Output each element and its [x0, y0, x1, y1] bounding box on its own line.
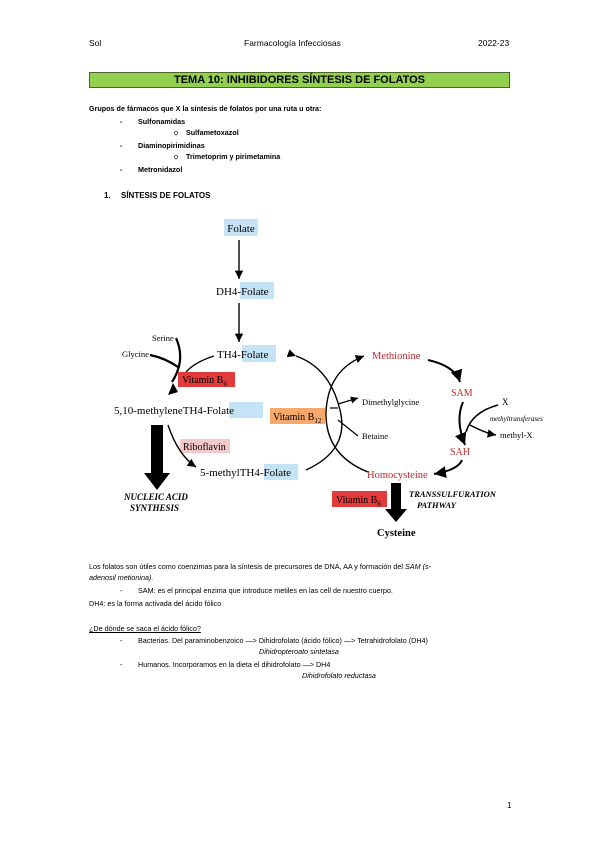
bullet: -: [120, 636, 123, 645]
header-center: Farmacología Infecciosas: [244, 38, 341, 48]
page-number: 1: [507, 801, 512, 810]
dh4-definition: DH4: es la forma activada del ácido fóli…: [89, 599, 222, 608]
folate-box: [224, 219, 258, 236]
group-metronidazol: Metronidazol: [138, 165, 183, 174]
header-left: Sol: [89, 38, 102, 48]
methyltransferases-label: methyltransferases: [490, 415, 543, 423]
enzyme-dihidropteroato: Dihidropteroato sintetasa: [259, 647, 339, 656]
vitamin-b6b-box: [332, 491, 387, 507]
dh4-box: [240, 282, 274, 299]
group-sulfonamidas: Sulfonamidas: [138, 117, 186, 126]
vitamin-b12-label: Vitamin B12: [273, 412, 322, 425]
big-arrow-head: [144, 473, 170, 490]
bullet: -: [120, 660, 123, 669]
cysteine-label: Cysteine: [377, 528, 416, 539]
transsulf-shaft: [391, 483, 401, 511]
para-text: Los folatos son útiles como coenzimas pa…: [89, 562, 431, 571]
methylene-label: 5,10-methyleneTH4-Folate: [114, 405, 234, 417]
riboflavin-arrow: [167, 424, 197, 468]
vitamin-b6-box: [178, 372, 235, 387]
header-right: 2022-23: [478, 38, 510, 48]
vitamin-b6-label: Vitamin B6: [182, 375, 227, 388]
dimethylglycine-label: Dimethylglycine: [362, 397, 419, 407]
transsulf-head: [385, 509, 407, 522]
nucleic-acid-label: NUCLEIC ACID: [123, 492, 188, 502]
big-arrow-shaft: [151, 425, 163, 475]
source-bacteria: Bacterias. Del paraminobenzoico —> Dihid…: [138, 636, 428, 645]
glycine-label: Glycine: [122, 349, 149, 359]
arrow-head: [168, 383, 178, 395]
methionine-label: Methionine: [372, 351, 421, 362]
th4-box: [242, 345, 276, 362]
dimethylglycine-arrow: [337, 396, 359, 405]
x-curve: [465, 404, 499, 433]
bullet: -: [120, 141, 123, 150]
methyl-box: [264, 464, 298, 480]
sam-to-sah: [454, 401, 467, 446]
homocysteine-label: Homocysteine: [367, 470, 428, 481]
methyl-label: 5-methylTH4-Folate: [200, 467, 291, 479]
serine-label: Serine: [152, 333, 174, 343]
section-title: SÍNTESIS DE FOLATOS: [121, 191, 211, 200]
methionine-to-sam: [427, 359, 463, 383]
vitamin-b12-box: [270, 408, 325, 424]
betaine-label: Betaine: [362, 431, 388, 441]
x-label: X: [502, 397, 509, 407]
pathway-label: PATHWAY: [417, 500, 457, 510]
bullet: -: [120, 165, 123, 174]
transsulfuration-label: TRANSSULFURATION: [409, 489, 497, 499]
sub-bullet: o: [174, 128, 178, 137]
intro-text: Grupos de fármacos que X la síntesis de …: [89, 104, 322, 113]
vitamin-b6b-label: Vitamin B6: [336, 495, 381, 508]
betaine-line: [337, 419, 359, 437]
para-text-cont: adenosil metionina).: [89, 573, 154, 582]
th4-to-cycle: [185, 355, 215, 373]
glycine-curve: [149, 353, 179, 368]
th4-label: TH4-Folate: [217, 349, 268, 361]
bullet: -: [120, 117, 123, 126]
methyl-x-arrow: [469, 424, 497, 438]
sub-sulfametoxazol: Sulfametoxazol: [186, 128, 239, 137]
sah-to-homocysteine: [433, 459, 463, 478]
enzyme-dihidrofolato-reductasa: Dihidrofolato reductasa: [302, 671, 376, 680]
page-title: TEMA 10: INHIBIDORES SÍNTESIS DE FOLATOS: [89, 72, 510, 88]
methylene-box: [229, 402, 263, 418]
source-humans: Humanos. Incorporamos en la dieta el dih…: [138, 660, 331, 669]
synthesis-label: SYNTHESIS: [130, 503, 179, 513]
serine-curve: [171, 337, 182, 383]
question-heading: ¿De dónde se saca el ácido fólico?: [89, 624, 201, 633]
riboflavin-box: [180, 439, 230, 453]
group-diaminopirimidinas: Diaminopirimidinas: [138, 141, 205, 150]
section-number: 1.: [104, 191, 111, 200]
sub-trimetoprim: Trimetoprim y pirimetamina: [186, 152, 281, 161]
sah-label: SAH: [450, 447, 470, 458]
sam-definition: SAM: es el principal enzima que introduc…: [138, 586, 393, 595]
sam-label: SAM: [451, 388, 473, 399]
methyl-x-label: methyl-X: [500, 430, 533, 440]
riboflavin-label: Riboflavin: [183, 442, 226, 453]
sub-bullet: o: [174, 152, 178, 161]
dh4-label: DH4-Folate: [216, 286, 269, 298]
bullet: -: [120, 586, 123, 595]
b12-left-curve: [286, 349, 343, 471]
b12-right-curve: [325, 355, 369, 473]
folate-label: Folate: [227, 223, 255, 235]
